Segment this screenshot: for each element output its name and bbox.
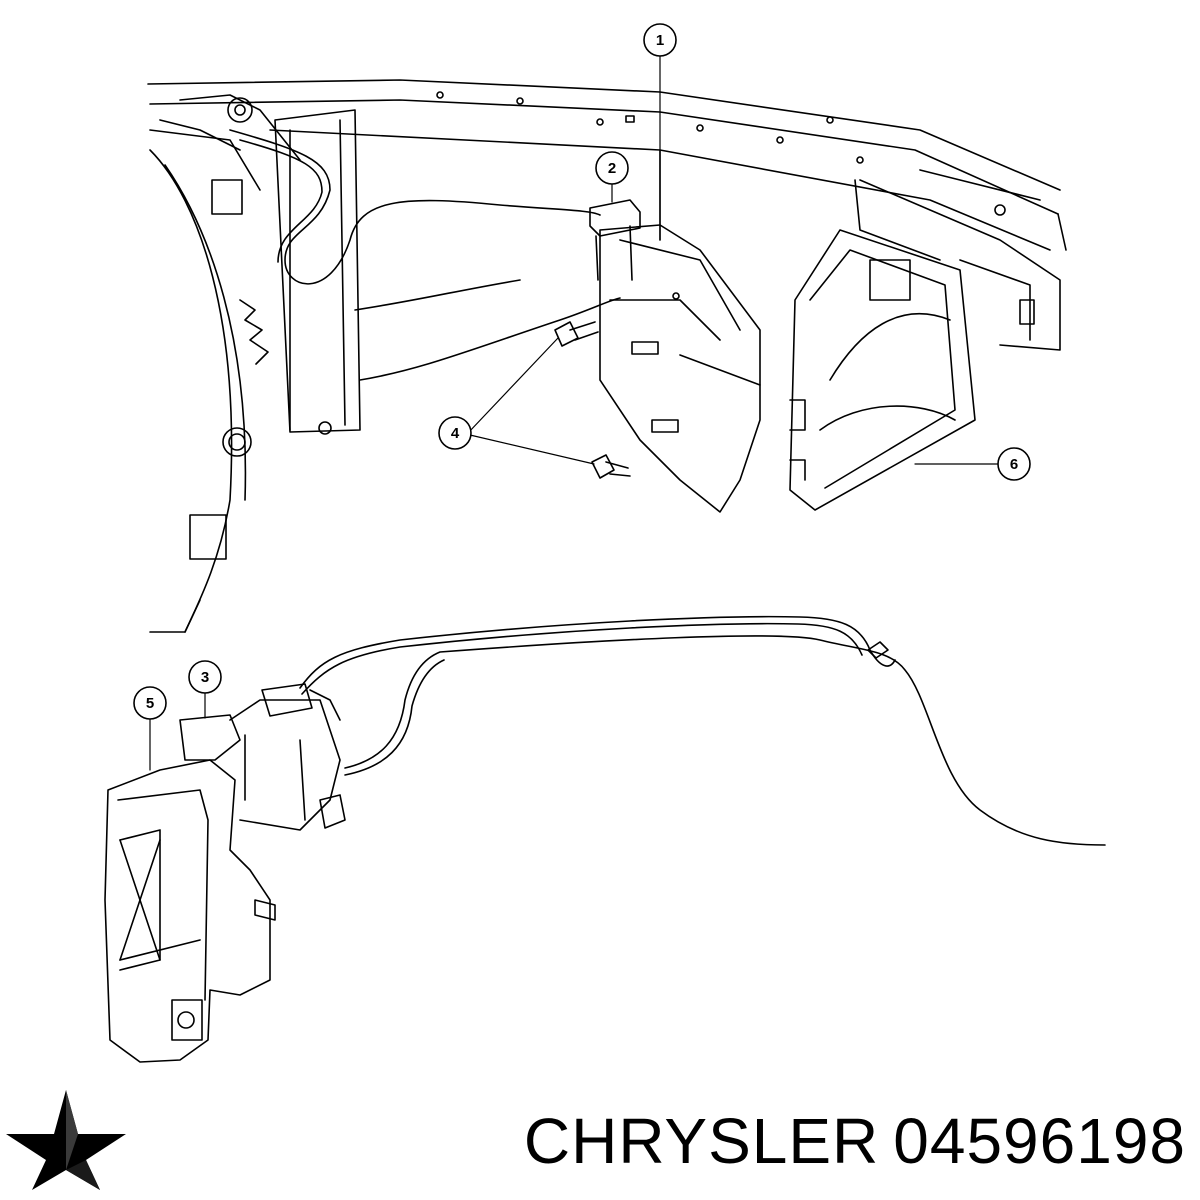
washer-bottle-bracket: [599, 224, 761, 513]
washer-pump-connector: [261, 683, 346, 829]
callout-5-label: 5: [146, 695, 154, 712]
callout-3-label: 3: [201, 669, 209, 686]
callout-6-label: 6: [1010, 456, 1018, 473]
callout-4-label: 4: [451, 425, 460, 442]
callout-2-label: 2: [608, 160, 616, 177]
callout-leaders: [149, 55, 999, 771]
washer-reservoir-neck: [179, 699, 341, 921]
washer-reservoir: [104, 759, 271, 1063]
chrysler-pentastar-icon: [6, 1090, 126, 1190]
mounting-bolt-upper: [554, 321, 599, 347]
radiator-support-frame: [147, 79, 1067, 633]
mounting-frame-bracket: [789, 229, 976, 511]
brand-name: CHRYSLER: [523, 1105, 880, 1177]
callout-2: 2: [595, 151, 629, 185]
callout-4: 4: [438, 416, 472, 450]
washer-hose-line: [299, 615, 1106, 846]
part-number: 04596198: [893, 1105, 1186, 1177]
callout-6: 6: [997, 447, 1031, 481]
callout-5: 5: [133, 686, 167, 720]
callout-1: 1: [643, 23, 677, 57]
mounting-bolt-lower: [591, 454, 631, 479]
washer-fill-neck-cap: [589, 199, 641, 281]
callout-1-label: 1: [656, 32, 664, 49]
callout-3: 3: [188, 660, 222, 694]
